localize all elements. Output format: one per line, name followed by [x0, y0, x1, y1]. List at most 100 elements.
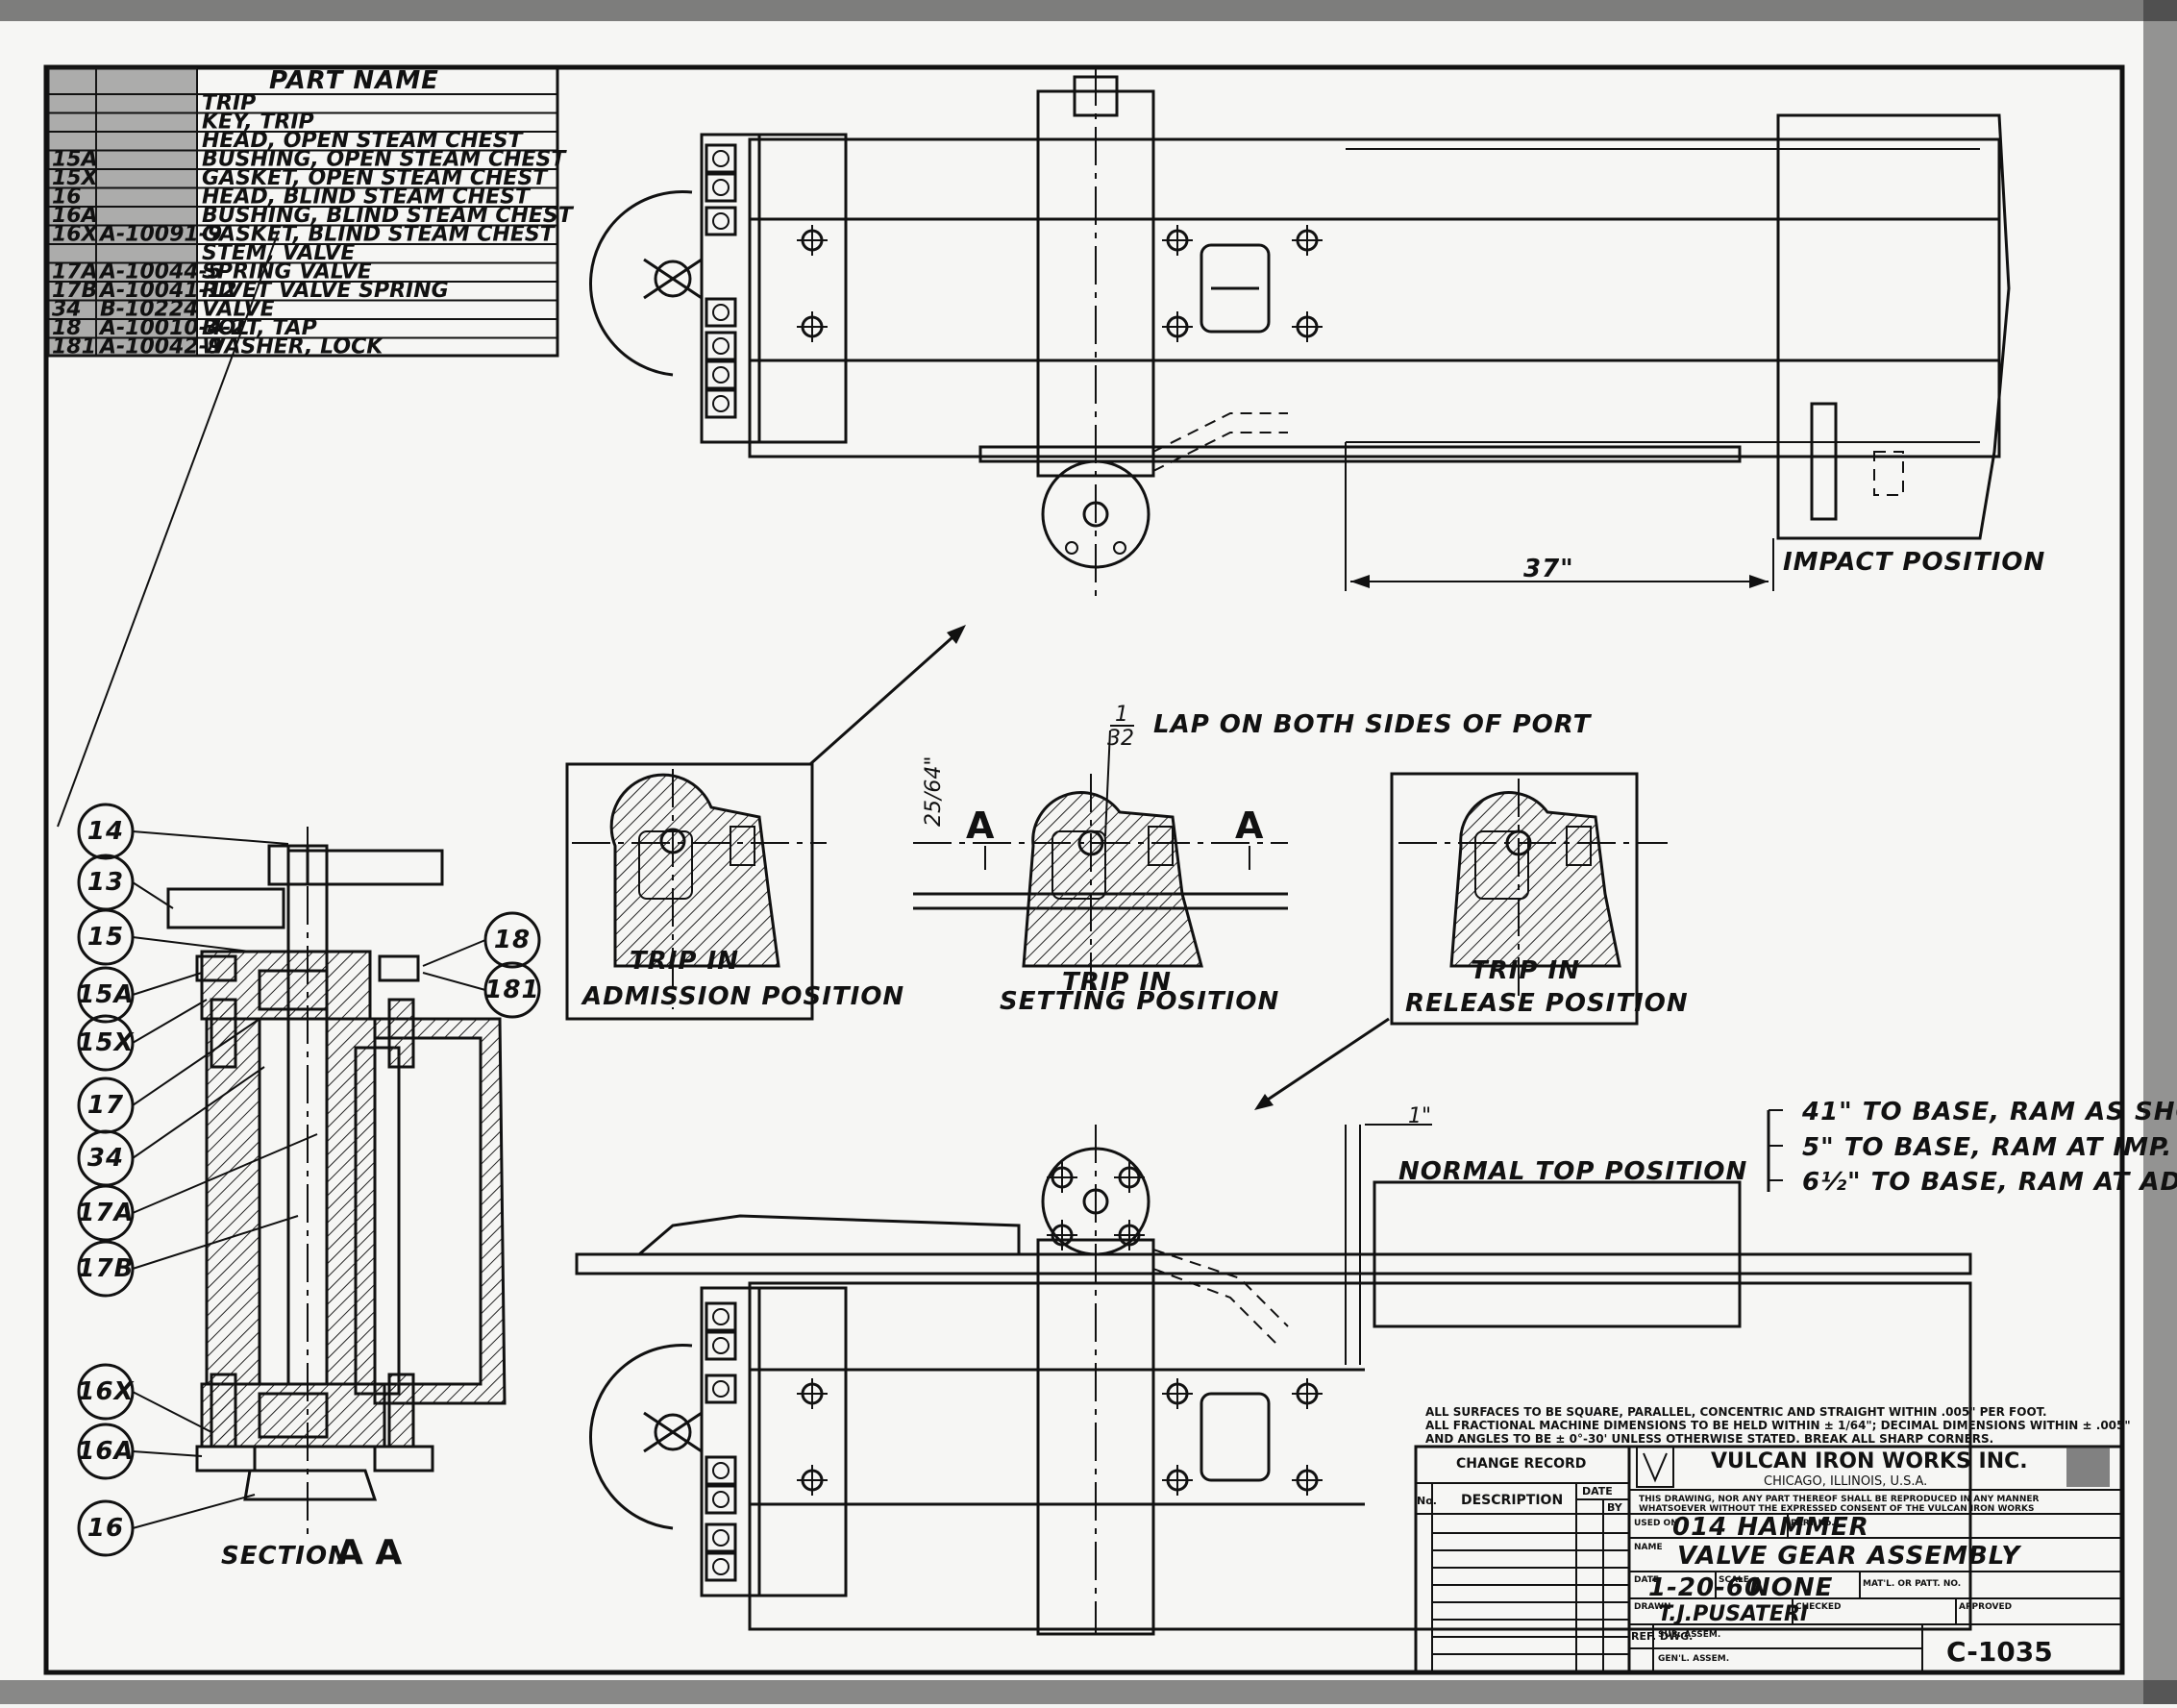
- parts-row-name: GASKET, BLIND STEAM CHEST: [202, 223, 557, 247]
- callout-balloon-label: 17B: [78, 1254, 135, 1283]
- company-logo-right: [2066, 1447, 2110, 1487]
- callout-balloon-label: 15X: [77, 1028, 135, 1057]
- section-letter-left: A: [966, 804, 995, 847]
- checked-label: CHECKED: [1795, 1602, 1841, 1612]
- bolt-hex-icon: [712, 1529, 730, 1547]
- callout-balloon: [483, 961, 541, 1019]
- bolt-icon: [705, 1551, 737, 1582]
- note-41-to-base: 41" TO BASE, RAM AS SHOWN: [1801, 1098, 2177, 1126]
- drawing-border: [43, 64, 2125, 1675]
- leader-line: [132, 830, 289, 845]
- bolt-icon: [705, 172, 737, 203]
- bolt-hex-icon: [712, 337, 730, 355]
- torn-top-edge: [0, 0, 2177, 21]
- callout-balloon-label: 16X: [77, 1377, 135, 1406]
- leader-line: [132, 881, 174, 909]
- bolt-hex-icon: [712, 1491, 730, 1508]
- parts-row-name: VALVE: [202, 298, 275, 322]
- parts-row-name: GASKET, OPEN STEAM CHEST: [202, 166, 549, 190]
- impact-position-label: IMPACT POSITION: [1783, 548, 2045, 577]
- trip-setting-view: A A 25/64" 1 32 LAP ON BOTH SIDES OF POR…: [913, 703, 1593, 1016]
- parts-row-no: 15A: [52, 148, 98, 172]
- leader-line: [132, 972, 203, 996]
- leader-line: [422, 972, 486, 991]
- leader-line: [132, 999, 208, 1044]
- parts-row-name: STEM, VALVE: [202, 241, 355, 265]
- parts-row-name: BUSHING, OPEN STEAM CHEST: [202, 148, 567, 172]
- leader-line: [132, 1133, 318, 1214]
- lap-note: LAP ON BOTH SIDES OF PORT: [1153, 710, 1593, 739]
- general-note-3: AND ANGLES TO BE ± 0°-30' UNLESS OTHERWI…: [1425, 1432, 1993, 1446]
- leader-line: [132, 1494, 256, 1529]
- company-logo-left: [1636, 1446, 1674, 1488]
- note-5-to-base: 5" TO BASE, RAM AT IMP. POS.: [1802, 1133, 2177, 1162]
- sub-assem-label: SUB. ASSEM.: [1658, 1630, 1720, 1640]
- parts-row-no: 17A: [52, 260, 98, 285]
- leader-line: [132, 1066, 265, 1159]
- release-line1: TRIP IN: [1471, 956, 1580, 985]
- leader-line: [132, 936, 251, 953]
- callout-balloon: [77, 1423, 135, 1480]
- arrow-to-top-view: [809, 628, 962, 766]
- approved-label: APPROVED: [1959, 1602, 2012, 1612]
- leader-line: [132, 1215, 299, 1270]
- lap-fraction-num: 1: [1115, 703, 1128, 727]
- col-description-label: DESCRIPTION: [1461, 1493, 1563, 1508]
- callout-balloon-label: 13: [87, 868, 124, 897]
- bolt-icon: [705, 388, 737, 419]
- leader-line: [132, 1391, 212, 1433]
- scale-value: NONE: [1749, 1573, 1833, 1602]
- parts-row-part-no: A-10041-12: [98, 279, 236, 303]
- bolt-icon: [705, 359, 737, 390]
- bolt-hex-icon: [712, 304, 730, 321]
- parts-row-name: HEAD, OPEN STEAM CHEST: [202, 129, 525, 153]
- bolt-hex-icon: [712, 1308, 730, 1325]
- small-dimension: 1": [1408, 1104, 1431, 1128]
- disclaimer-line1: THIS DRAWING, NOR ANY PART THEREOF SHALL…: [1639, 1495, 2040, 1504]
- used-on-label: USED ON: [1634, 1519, 1678, 1528]
- callout-balloon: [77, 908, 135, 966]
- parts-row-name: BOLT, TAP: [202, 316, 317, 340]
- bolt-icon: [705, 1301, 737, 1332]
- matl-label: MAT'L. OR PATT. NO.: [1863, 1579, 1961, 1589]
- general-note-1: ALL SURFACES TO BE SQUARE, PARALLEL, CON…: [1425, 1405, 2047, 1419]
- callout-balloon-label: 17A: [77, 1199, 134, 1227]
- col-no-label: No.: [1417, 1495, 1437, 1507]
- callout-balloon-label: 17: [87, 1091, 124, 1120]
- part-no-label: PART No.: [1791, 1519, 1835, 1528]
- parts-row-part-no: A-10091-9: [98, 223, 222, 247]
- bolt-hex-icon: [712, 395, 730, 412]
- title-block: CHANGE RECORD No. DESCRIPTION DATE BY VU…: [1414, 1445, 2124, 1674]
- drawn-label: DRAWN: [1634, 1602, 1670, 1612]
- bolt-hex-icon: [712, 1337, 730, 1354]
- note-6-5-to-base: 6½" TO BASE, RAM AT ADM. POS.: [1802, 1168, 2177, 1197]
- bolt-icon: [705, 331, 737, 361]
- callout-balloon-label: 34: [87, 1144, 124, 1173]
- bottom-view-assembly: 1" NORMAL TOP POSITION 41" TO BASE, RAM …: [575, 1098, 2177, 1636]
- parts-row-name: BUSHING, BLIND STEAM CHEST: [202, 204, 575, 228]
- general-note-2: ALL FRACTIONAL MACHINE DIMENSIONS TO BE …: [1425, 1419, 2131, 1432]
- parts-row-part-no: B-10224: [100, 298, 198, 322]
- bolt-icon: [705, 1522, 737, 1553]
- used-on-value: 014 HAMMER: [1672, 1513, 1869, 1542]
- bolt-icon: [705, 1330, 737, 1361]
- release-line2: RELEASE POSITION: [1405, 989, 1689, 1018]
- parts-row-no: 34: [52, 298, 82, 322]
- bolt-hex-icon: [712, 1462, 730, 1479]
- callout-balloon-label: 15: [87, 923, 124, 952]
- parts-row-no: 16: [52, 186, 82, 210]
- bolt-hex-icon: [712, 150, 730, 167]
- normal-top-position-label: NORMAL TOP POSITION: [1398, 1157, 1747, 1186]
- bolt-hex-icon: [712, 1558, 730, 1575]
- bolt-icon: [705, 206, 737, 236]
- parts-row-name: RIVET VALVE SPRING: [202, 279, 449, 303]
- callout-balloon-label: 18: [494, 926, 531, 954]
- section-letters: A A: [336, 1533, 402, 1572]
- setting-line2: SETTING POSITION: [1000, 987, 1279, 1016]
- parts-row-part-no: A-10042-9: [98, 335, 222, 359]
- parts-row-name: KEY, TRIP: [202, 111, 314, 135]
- parts-row-no: 16A: [52, 204, 98, 228]
- bolt-icon: [705, 1484, 737, 1515]
